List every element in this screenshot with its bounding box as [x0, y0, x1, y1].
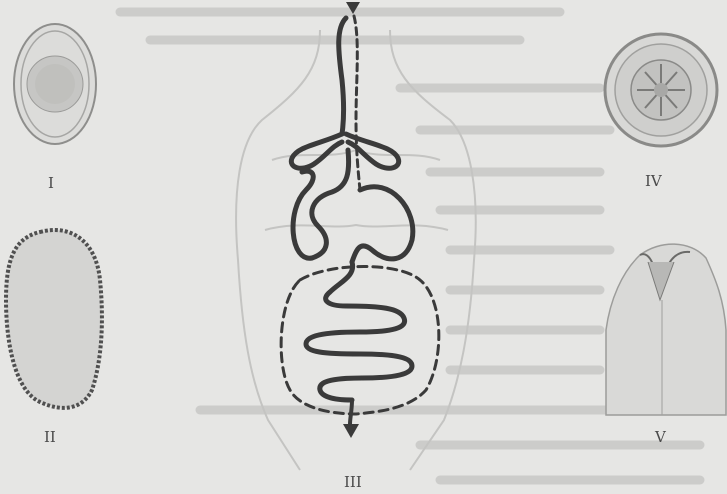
label-iii: III [344, 473, 362, 491]
specimen-ii-proglottid [6, 230, 102, 408]
exit-arrow [343, 424, 359, 438]
digestive-tract-diagram [281, 2, 439, 438]
label-ii: II [44, 428, 56, 446]
specimen-iv-egg [605, 34, 717, 146]
specimen-i-egg [14, 24, 96, 144]
label-v: V [654, 428, 667, 446]
specimen-v-scolex [606, 244, 726, 415]
label-i: I [48, 174, 54, 192]
label-iv: IV [645, 172, 663, 190]
